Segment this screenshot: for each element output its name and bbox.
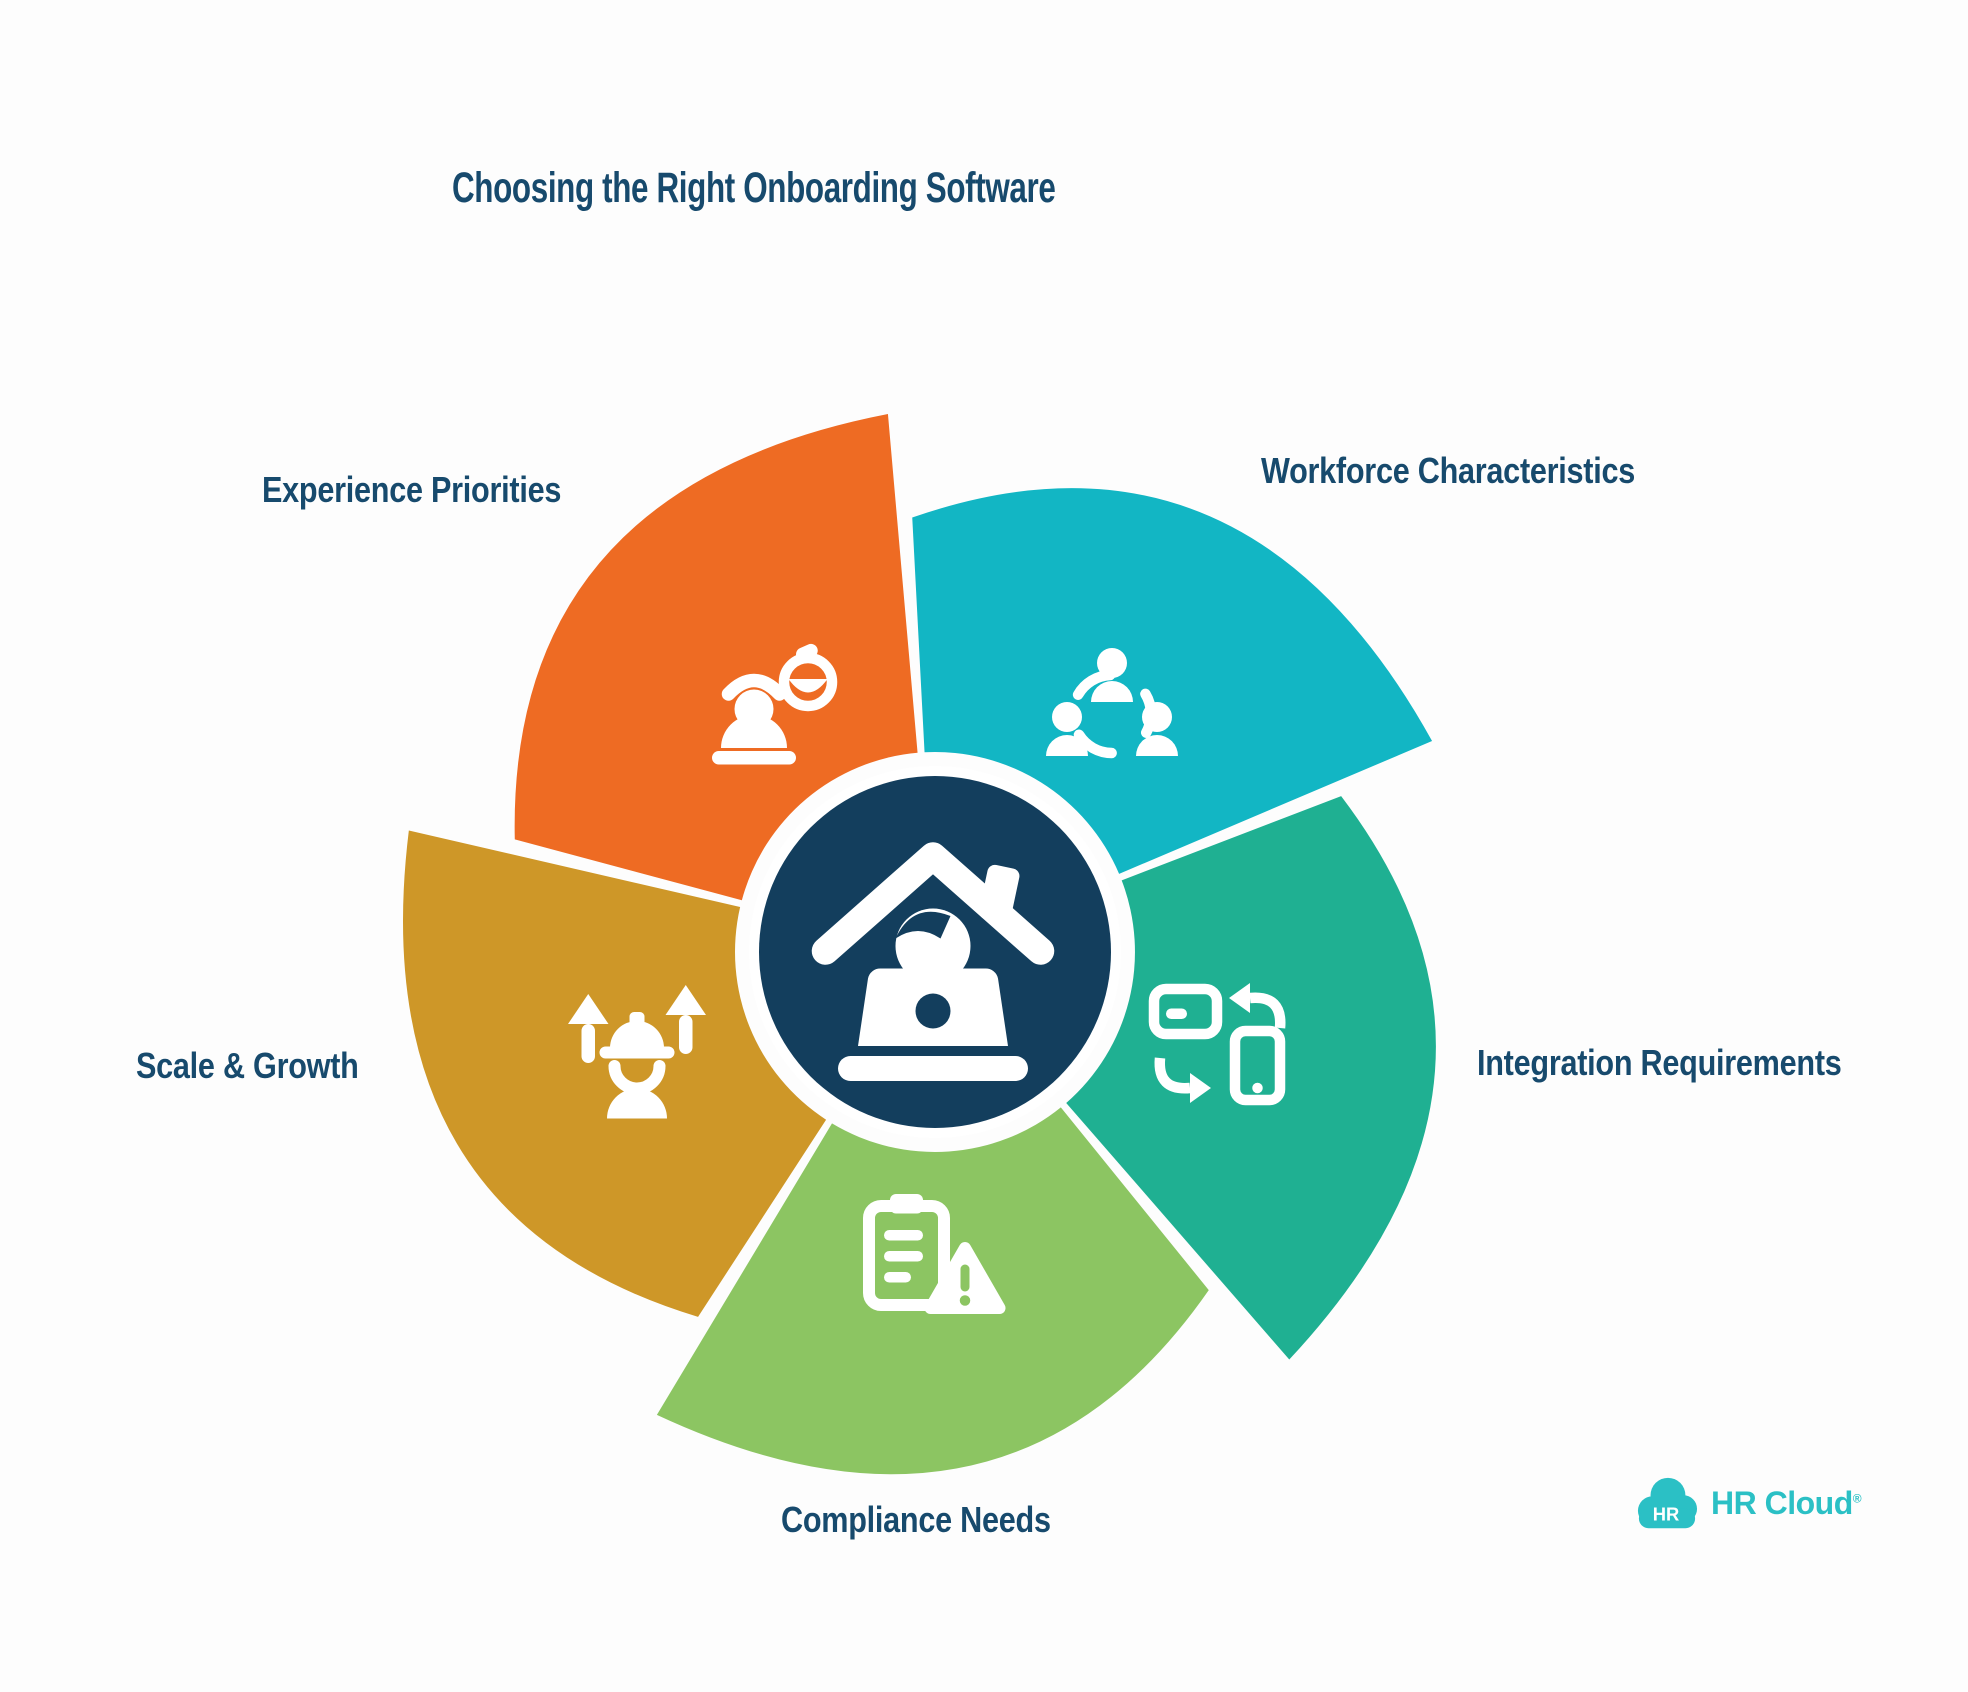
- work-from-home-icon: [811, 842, 1055, 1081]
- registered-mark: ®: [1852, 1490, 1862, 1505]
- desk-shape: [838, 1056, 1028, 1081]
- page-title: Choosing the Right Onboarding Software: [452, 164, 1056, 212]
- worker-arrows-icon: [568, 985, 706, 1119]
- clipboard-warning-icon: [863, 1194, 1006, 1314]
- person-smiley-icon: [712, 643, 838, 765]
- cloud-icon: HR: [1637, 1477, 1698, 1529]
- warning-exclamation-dot: [959, 1295, 971, 1306]
- laptop-logo-dot: [915, 993, 951, 1029]
- label-integration-requirements: Integration Requirements: [1477, 1042, 1842, 1083]
- logo-badge-text: HR: [1653, 1503, 1680, 1524]
- logo-name: HR Cloud®: [1711, 1484, 1862, 1522]
- roof-shape: [811, 842, 1055, 965]
- device-sync-icon: [1148, 983, 1286, 1106]
- logo-name-text: HR Cloud: [1711, 1484, 1853, 1521]
- label-workforce-characteristics: Workforce Characteristics: [1261, 450, 1636, 491]
- person-hair-shape: [895, 911, 951, 939]
- label-experience-priorities: Experience Priorities: [262, 469, 562, 510]
- label-scale-growth: Scale & Growth: [136, 1045, 359, 1086]
- label-compliance-needs: Compliance Needs: [781, 1499, 1051, 1540]
- team-network-icon: [1046, 648, 1178, 759]
- hr-cloud-logo: HR HR Cloud®: [1633, 1472, 1862, 1534]
